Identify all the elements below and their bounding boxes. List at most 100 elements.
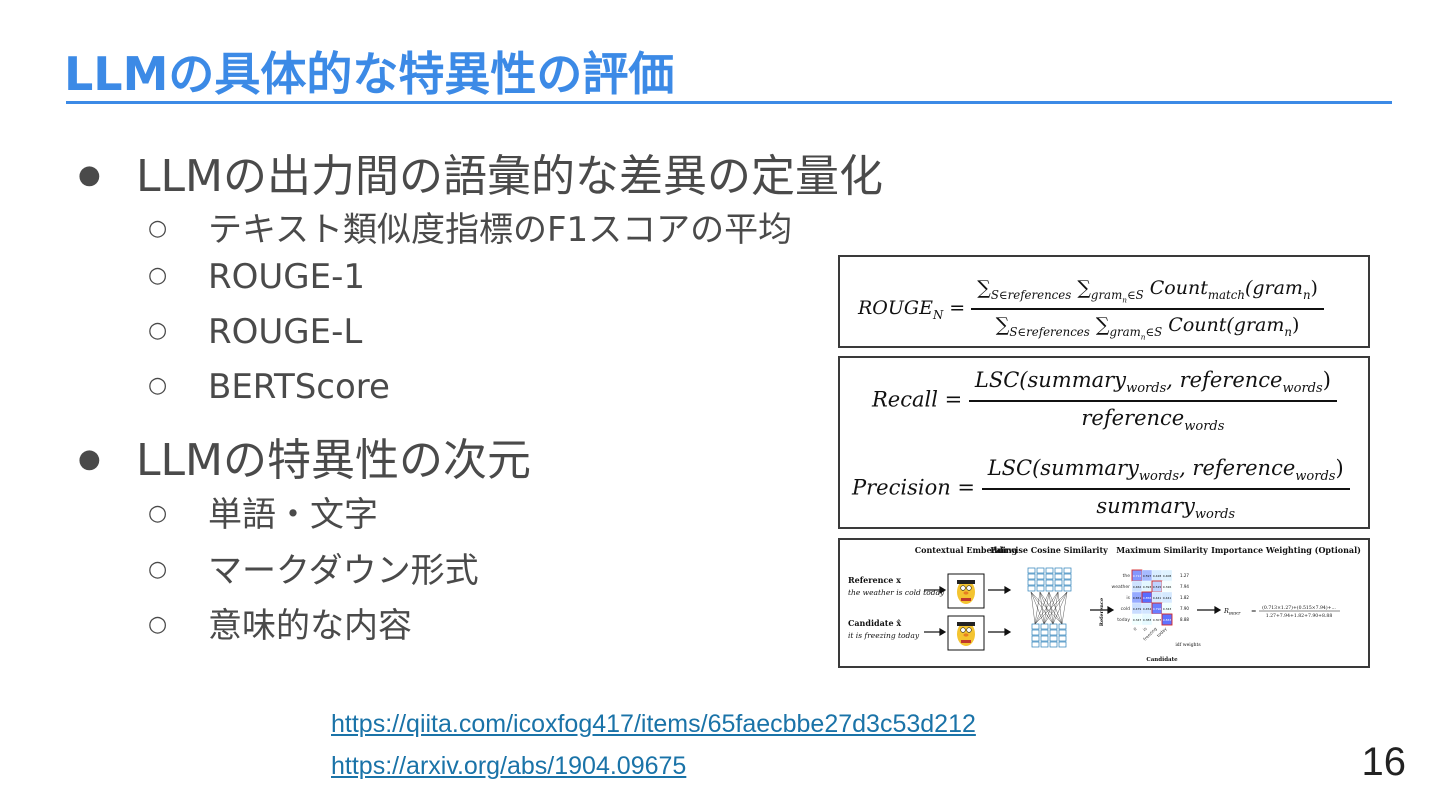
rouge-formula: ROUGEN = ∑S∈references ∑gramn∈S Countmat… <box>858 277 1324 341</box>
reference-text: the weather is cold today <box>848 588 945 597</box>
matrix-cell-value: 0.858 <box>1143 596 1152 600</box>
sub-bullet-text: ROUGE-1 <box>208 257 366 297</box>
candidate-label: Candidate x̂ <box>848 618 901 628</box>
matrix-cell-value: 0.441 <box>1163 596 1172 600</box>
matrix-cell-value: 0.462 <box>1133 585 1142 589</box>
rouge-den-arg: (gram <box>1226 314 1285 337</box>
reference-embedding-cell <box>1045 579 1054 586</box>
rouge-formula-box: ROUGEN = ∑S∈references ∑gramn∈S Countmat… <box>838 255 1370 348</box>
rouge-num-sum2-sub: gram <box>1090 287 1123 302</box>
matrix-col-label: it <box>1132 626 1138 632</box>
sub-bullet-text: テキスト類似度指標のF1スコアの平均 <box>208 210 793 250</box>
rbert-denominator: 1.27+7.94+1.82+7.90+8.88 <box>1266 613 1333 619</box>
sub-bullet-text: BERTScore <box>208 367 390 407</box>
matrix-cell-value: 0.428 <box>1153 574 1162 578</box>
header-contextual: Contextual Embedding <box>915 545 1018 555</box>
sub-bullet-text: マークダウン形式 <box>208 551 479 591</box>
arxiv-link[interactable]: https://arxiv.org/abs/1904.09675 <box>331 752 687 780</box>
recall-num-sub2: words <box>1282 381 1323 397</box>
candidate-embedding-cell <box>1031 623 1040 630</box>
reference-embedding-cell <box>1036 585 1045 592</box>
reference-embedding-cell <box>1045 573 1054 580</box>
precision-den-sub: words <box>1194 507 1236 523</box>
idf-value: 8.88 <box>1180 617 1189 622</box>
sub-bullet-ring-icon: ○ <box>148 612 168 637</box>
matrix-cell-value: 0.515 <box>1153 585 1162 589</box>
idf-value: 7.94 <box>1180 584 1189 589</box>
idf-value: 1.82 <box>1180 595 1189 600</box>
axis-reference-label: Reference <box>1099 598 1105 626</box>
matrix-row-label: today <box>1117 617 1130 623</box>
header-idf: Importance Weighting (Optional) <box>1211 545 1361 555</box>
matrix-cell-value: 0.713 <box>1133 574 1142 578</box>
reference-embedding-cell <box>1036 573 1045 580</box>
matrix-cell-value: 0.383 <box>1143 618 1152 622</box>
rouge-lhs-sub: N <box>932 307 944 322</box>
recall-formula: Recall = LSC(summarywords, referenceword… <box>872 368 1337 434</box>
candidate-embedding-cell <box>1040 641 1049 648</box>
matrix-col-label: is <box>1142 626 1148 632</box>
pairwise-link <box>1034 591 1050 625</box>
precision-num-mid: , reference <box>1179 456 1296 480</box>
matrix-col-label: today <box>1156 626 1168 638</box>
recall-lhs: Recall <box>872 387 938 412</box>
candidate-text: it is freezing today <box>848 631 920 640</box>
matrix-cell-value: 0.479 <box>1133 607 1142 611</box>
recall-fraction: LSC(summarywords, referencewords) refere… <box>968 368 1337 435</box>
candidate-embedding-cell <box>1058 641 1067 648</box>
reference-embedding-cell <box>1027 573 1036 580</box>
recall-num-lsc: LSC(summary <box>974 368 1127 392</box>
matrix-cell-value: 0.454 <box>1143 607 1152 611</box>
bullet-lexical-quantification: ●LLMの出力間の語彙的な差異の定量化 <box>78 140 883 204</box>
rouge-num-sum2-tail: ∈S <box>1126 287 1144 302</box>
sub-bullet-text: 意味的な内容 <box>208 606 412 646</box>
rouge-den-arg-sub: n <box>1284 324 1292 339</box>
sub-bullet-ring-icon: ○ <box>148 557 168 582</box>
bullet-text: LLMの特異性の次元 <box>136 435 531 486</box>
reference-embedding-cell <box>1027 585 1036 592</box>
rouge-num-term-sub: match <box>1207 287 1245 302</box>
sub-bullet-ring-icon: ○ <box>148 318 168 343</box>
pairwise-link <box>1030 591 1036 625</box>
candidate-embedding-cell <box>1058 635 1067 642</box>
recall-denominator: referencewords <box>968 400 1337 435</box>
candidate-embedding-cell <box>1058 623 1067 630</box>
recall-den-sub: words <box>1184 419 1225 435</box>
matrix-cell-value: 0.651 <box>1133 596 1142 600</box>
reference-embedding-cell <box>1045 567 1054 574</box>
precision-denominator: summarywords <box>981 488 1350 523</box>
rouge-fraction: ∑S∈references ∑gramn∈S Countmatch(gramn)… <box>971 277 1324 341</box>
matrix-row-label: is <box>1126 595 1130 601</box>
rouge-numerator: ∑S∈references ∑gramn∈S Countmatch(gramn) <box>977 277 1318 305</box>
pairwise-link <box>1034 591 1041 625</box>
matrix-cell-value: 0.597 <box>1143 574 1152 578</box>
reference-embedding-cell <box>1054 567 1063 574</box>
matrix-cell-value: 0.796 <box>1153 607 1162 611</box>
reference-embedding-cell <box>1045 585 1054 592</box>
lsc-formula-box: Recall = LSC(summarywords, referenceword… <box>838 356 1370 529</box>
idf-value: 7.90 <box>1180 606 1189 611</box>
matrix-row-label: cold <box>1121 606 1130 612</box>
precision-fraction: LSC(summarywords, referencewords) summar… <box>981 456 1350 523</box>
rouge-num-arg: (gram <box>1244 277 1303 299</box>
sub-bullet-text: 単語・文字 <box>208 495 378 535</box>
qiita-link[interactable]: https://qiita.com/icoxfog417/items/65fae… <box>331 710 976 738</box>
title-underline <box>66 101 1392 104</box>
rouge-den-sum2-tail: ∈S <box>1145 324 1163 339</box>
embedding-vectors <box>1027 567 1072 648</box>
reference-embedding-cell <box>1054 573 1063 580</box>
sub-bullet-words-chars: ○ 単語・文字 <box>148 487 378 536</box>
rbert-equals: = <box>1251 607 1256 615</box>
bert-encoder-icon <box>947 573 985 651</box>
precision-num-sub2: words <box>1295 469 1336 485</box>
pairwise-link <box>1034 591 1059 625</box>
candidate-embedding-cell <box>1058 629 1067 636</box>
precision-formula: Precision = LSC(summarywords, referencew… <box>852 456 1350 522</box>
rbert-lhs: RBERT <box>1223 607 1241 616</box>
rouge-denominator: ∑S∈references ∑gramn∈S Count(gramn) <box>971 308 1324 341</box>
pairwise-link <box>1034 591 1068 625</box>
precision-num-lsc: LSC(summary <box>987 456 1139 480</box>
sub-bullet-ring-icon: ○ <box>148 501 168 526</box>
candidate-embedding-cell <box>1049 635 1058 642</box>
matrix-cell-value: 0.393 <box>1143 585 1152 589</box>
